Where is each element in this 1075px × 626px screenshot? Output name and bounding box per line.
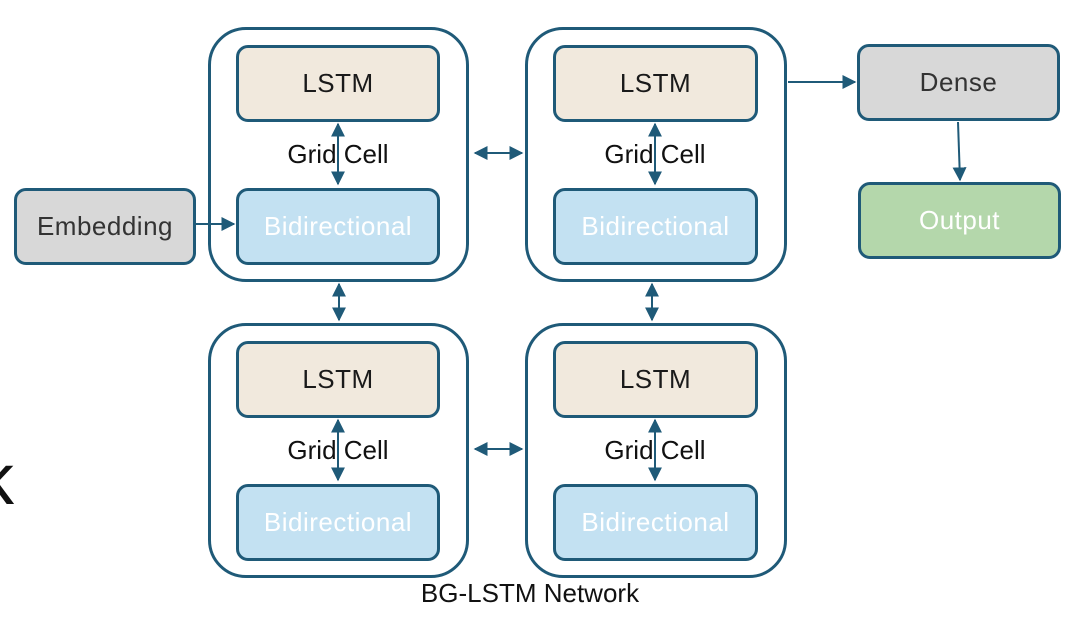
lstm-box: LSTM <box>553 45 758 122</box>
cropped-edge-glyph: k <box>0 444 14 516</box>
dense-box: Dense <box>857 44 1060 121</box>
diagram-caption: BG-LSTM Network <box>420 578 640 608</box>
lstm-box: LSTM <box>236 45 440 122</box>
bidirectional-box: Bidirectional <box>236 188 440 265</box>
lstm-box: LSTM <box>236 341 440 418</box>
bidirectional-box: Bidirectional <box>553 484 758 561</box>
bidirectional-box: Bidirectional <box>236 484 440 561</box>
arrow-dense-output <box>952 121 967 182</box>
bidirectional-box: Bidirectional <box>553 188 758 265</box>
embedding-box: Embedding <box>14 188 196 265</box>
output-box: Output <box>858 182 1061 259</box>
lstm-box: LSTM <box>553 341 758 418</box>
